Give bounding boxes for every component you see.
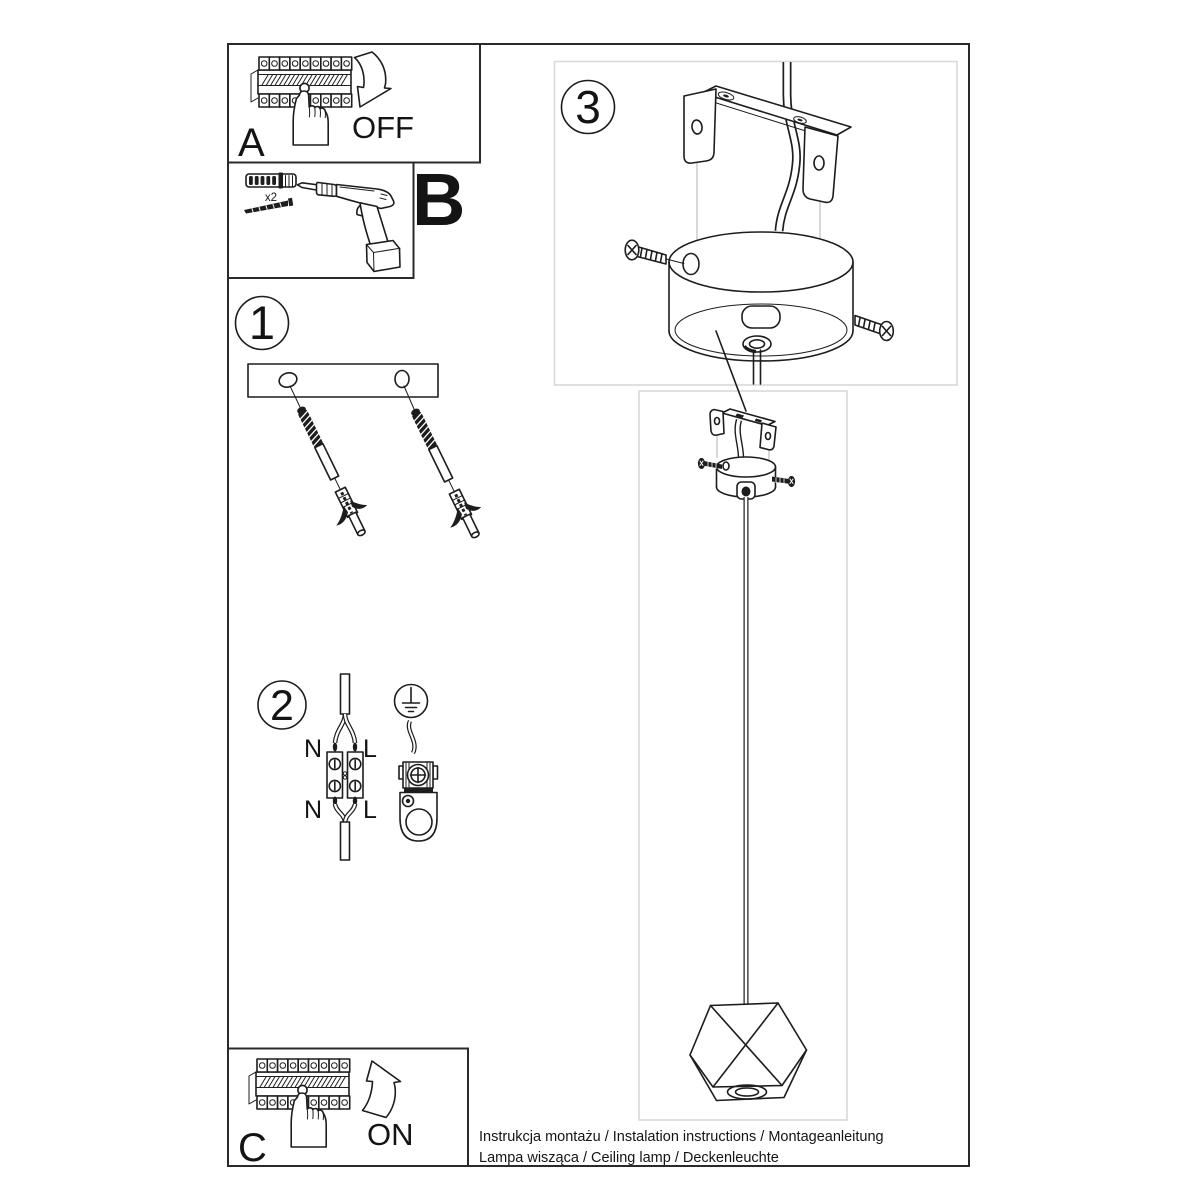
earth-symbol-icon [393, 683, 429, 719]
assembly-canopy-icon [697, 456, 796, 500]
panel-b: x2 B [244, 158, 465, 273]
panel-c-border [227, 1047, 469, 1167]
footer-text: Instrukcja montażu / Instalation instruc… [479, 1129, 884, 1166]
assembly-panel-border [638, 390, 848, 1121]
terminal-block-icon [326, 673, 364, 861]
panel-b-label: B [412, 158, 465, 241]
mounting-strip-icon [247, 363, 439, 398]
step1-panel: 1 [234, 295, 494, 548]
outer-border [227, 43, 970, 1167]
on-label: ON [367, 1117, 414, 1152]
off-arrow-icon [353, 51, 392, 108]
step1-number: 1 [249, 296, 275, 349]
leader-lines [289, 385, 415, 410]
footer-line2: Lampa wisząca / Ceiling lamp / Deckenleu… [479, 1150, 779, 1166]
frame-borders [227, 43, 970, 1167]
off-label: OFF [352, 110, 414, 145]
wire-label-l-bottom: L [363, 796, 377, 824]
step3-number: 3 [575, 81, 601, 133]
assembly-bracket-icon [709, 408, 777, 460]
step3-panel-border [553, 60, 958, 386]
step1-badge [234, 295, 290, 351]
lampshade-icon [689, 1002, 808, 1102]
panel-c: C ON [238, 1058, 414, 1170]
assembly-screw-left-icon [697, 457, 722, 470]
panel-b-border [227, 161, 415, 279]
ceiling-bracket-icon [683, 62, 852, 252]
panel-a-label: A [238, 121, 265, 165]
mounting-screw-left-icon [624, 239, 685, 265]
panel-c-label: C [238, 1126, 267, 1170]
panel-a: A OFF [238, 51, 414, 165]
step2-badge [257, 680, 307, 730]
canopy-icon [668, 231, 854, 385]
on-arrow-icon [361, 1060, 402, 1119]
drill-icon [296, 181, 401, 273]
wire-label-n-top: N [304, 735, 322, 763]
footer-line1: Instrukcja montażu / Instalation instruc… [479, 1129, 884, 1145]
step2-number: 2 [270, 682, 294, 730]
step2-panel: 2 N L N L [257, 673, 439, 861]
wire-label-l-top: L [363, 735, 377, 763]
step3-badge [560, 79, 616, 135]
wire-label-n-bottom: N [304, 796, 322, 824]
wall-plug-icon [245, 172, 297, 189]
step3-leader-line [715, 330, 747, 412]
step3-panel: 3 [560, 62, 895, 385]
dowel-quantity-label: x2 [265, 192, 277, 204]
pendant-assembly [689, 408, 808, 1102]
mounting-screw-right-icon [854, 314, 895, 342]
earth-clamp-icon [398, 720, 439, 842]
screw-icon [244, 197, 294, 214]
assembly-screw-right-icon [772, 475, 796, 488]
